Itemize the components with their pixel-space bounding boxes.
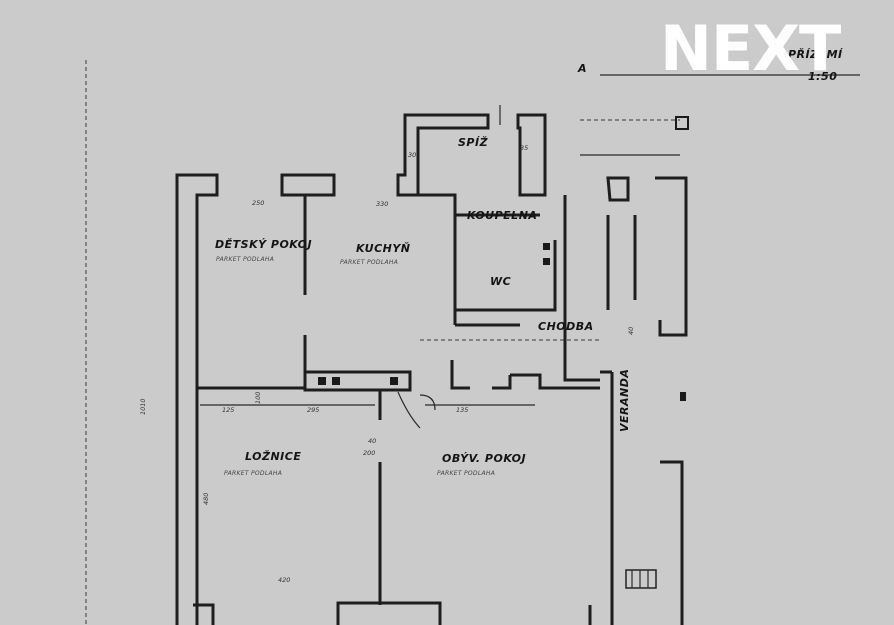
dimension-label: 1010 [139,398,147,415]
dimension-label: 40 [627,327,635,335]
dimension-label: 200 [363,449,375,457]
dimension-lines [200,105,680,406]
interior-walls [195,193,637,625]
room-name-wc: WC [490,275,511,288]
dimension-label: 125 [222,406,234,414]
room-floor-detsky-pokoj: PARKET PODLAHA [216,256,274,263]
floor-title: PŘÍZEMÍ [788,47,843,61]
room-name-detsky-pokoj: DĚTSKÝ POKOJ [215,237,312,251]
dimension-label: 250 [252,199,264,207]
drawing-scale: 1:50 [808,70,837,83]
room-name-loznice: LOŽNICE [245,449,301,463]
dimension-label: 420 [278,576,290,584]
room-name-obyv-pokoj: OBÝV. POKOJ [442,452,526,465]
dimension-label: 35 [520,144,528,152]
exterior-walls [175,113,688,625]
section-mark: A [577,62,587,75]
dimension-label: 40 [368,437,376,445]
dimension-label: 135 [456,406,468,414]
fixtures [318,116,689,589]
room-name-koupelna: KOUPELNA [467,209,537,222]
dimension-label: 295 [307,406,319,414]
dimension-label: 30 [408,151,416,159]
dimension-label: 100 [254,392,262,404]
room-floor-loznice: PARKET PODLAHA [224,470,282,477]
brand-logo: NEXT [660,12,841,85]
room-name-veranda: VERANDA [618,369,631,432]
dimension-label: 330 [376,200,388,208]
room-name-chodba: CHODBA [538,320,594,333]
dimension-label: 480 [202,493,210,505]
room-floor-kuchyn: PARKET PODLAHA [340,259,398,266]
room-floor-obyv-pokoj: PARKET PODLAHA [437,470,495,477]
room-name-kuchyn: KUCHYŇ [356,241,411,255]
room-name-spiz: SPÍŽ [458,135,489,149]
